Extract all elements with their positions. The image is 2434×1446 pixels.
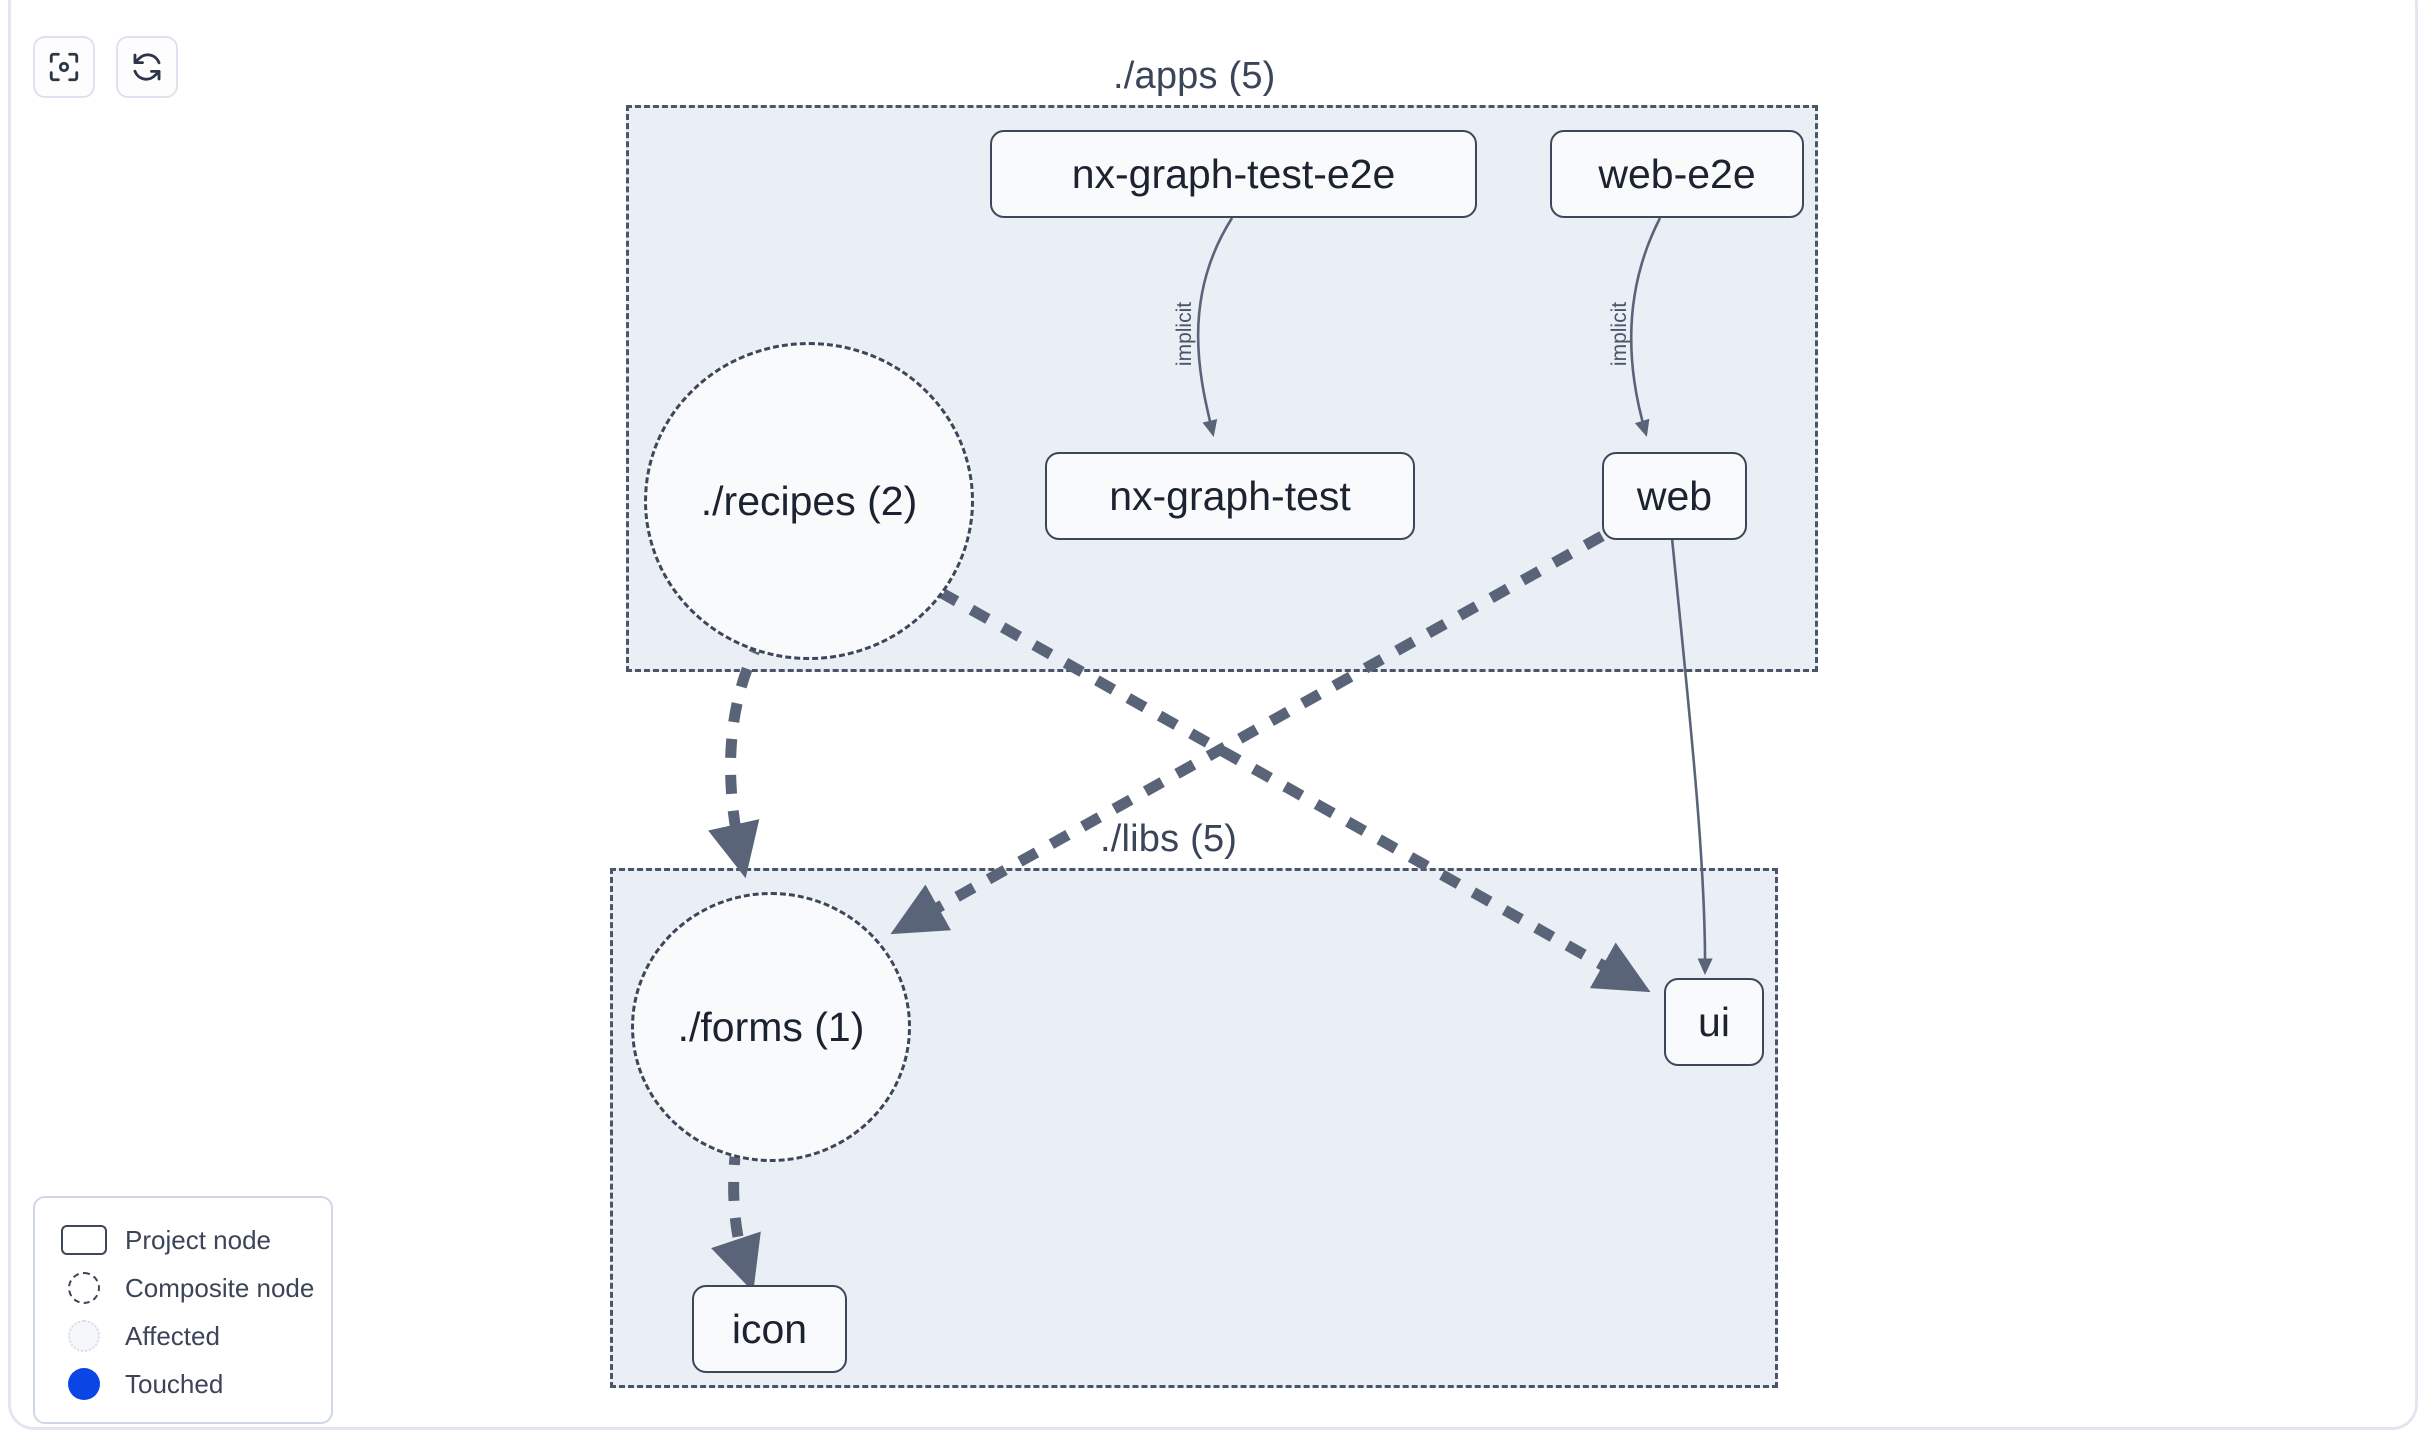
graph-toolbar bbox=[33, 36, 178, 98]
touched-swatch bbox=[57, 1368, 111, 1400]
node-ui[interactable]: ui bbox=[1664, 978, 1764, 1066]
graph-legend: Project node Composite node Affected Tou… bbox=[33, 1196, 333, 1424]
affected-swatch bbox=[57, 1320, 111, 1352]
node-recipes[interactable]: ./recipes (2) bbox=[644, 342, 974, 660]
refresh-icon bbox=[130, 50, 164, 84]
node-label: icon bbox=[731, 1305, 808, 1352]
node-label: ./recipes (2) bbox=[700, 477, 918, 524]
legend-item-touched: Touched bbox=[57, 1360, 307, 1408]
node-label: ./forms (1) bbox=[677, 1003, 865, 1050]
group-label-libs: ./libs (5) bbox=[1100, 818, 1238, 860]
node-label: nx-graph-test-e2e bbox=[1071, 150, 1396, 197]
legend-label: Touched bbox=[125, 1368, 224, 1399]
refresh-button[interactable] bbox=[116, 36, 178, 98]
node-forms[interactable]: ./forms (1) bbox=[631, 892, 911, 1162]
node-web-e2e[interactable]: web-e2e bbox=[1550, 130, 1804, 218]
legend-label: Affected bbox=[125, 1320, 220, 1351]
composite-node-swatch bbox=[57, 1272, 111, 1304]
node-nx-graph-test-e2e[interactable]: nx-graph-test-e2e bbox=[990, 130, 1477, 218]
legend-item-affected: Affected bbox=[57, 1312, 307, 1360]
node-icon[interactable]: icon bbox=[692, 1285, 847, 1373]
legend-label: Composite node bbox=[125, 1272, 315, 1303]
node-label: ui bbox=[1698, 998, 1730, 1045]
group-label-apps: ./apps (5) bbox=[1113, 55, 1276, 97]
node-nx-graph-test[interactable]: nx-graph-test bbox=[1045, 452, 1415, 540]
legend-item-project-node: Project node bbox=[57, 1216, 307, 1264]
node-label: nx-graph-test bbox=[1109, 472, 1351, 519]
node-label: web-e2e bbox=[1598, 150, 1756, 197]
node-label: web bbox=[1636, 472, 1713, 519]
project-node-swatch bbox=[57, 1225, 111, 1255]
legend-item-composite-node: Composite node bbox=[57, 1264, 314, 1312]
node-web[interactable]: web bbox=[1602, 452, 1747, 540]
edge-label-implicit-nx-graph-test: implicit bbox=[1173, 301, 1197, 367]
legend-label: Project node bbox=[125, 1224, 271, 1255]
focus-target-icon bbox=[47, 50, 81, 84]
edge-label-implicit-web: implicit bbox=[1608, 301, 1632, 367]
focus-target-button[interactable] bbox=[33, 36, 95, 98]
